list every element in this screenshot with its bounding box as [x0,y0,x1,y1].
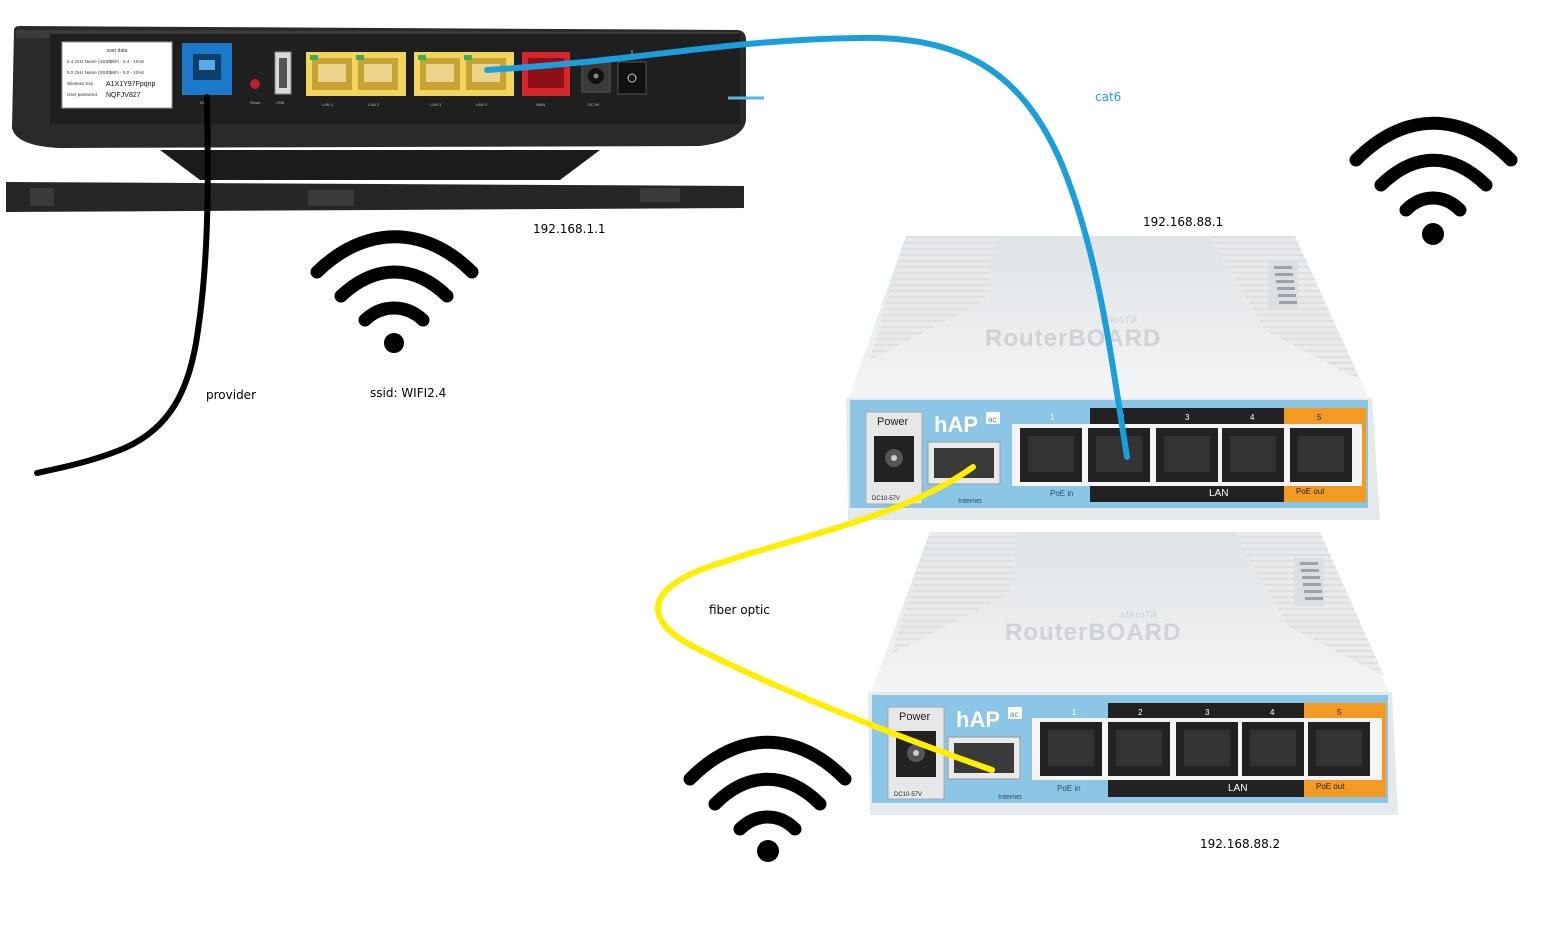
model-line-text: RouterBOARD [985,325,1161,352]
poe-in-label: PoE in [1057,784,1081,793]
lan-ports-3-4: LAN 3 LAN 4 [414,52,514,107]
svg-text:ac: ac [1010,710,1018,719]
wifi-icon [310,230,479,353]
dc-label: DC10-57V [872,496,900,502]
svg-text:WiFi - 5.0 - 10A8: WiFi - 5.0 - 10A8 [110,70,144,75]
svg-text:LAN 4: LAN 4 [476,102,488,107]
router-ip-label: 192.168.1.1 [533,222,606,236]
svg-text:5: 5 [1317,413,1322,422]
hap-ac-router-2: MikroTik RouterBOARD Power DC10-57V hAP … [868,532,1398,815]
svg-text:LAN 2: LAN 2 [368,102,380,107]
wifi-icon [683,735,852,862]
hap-logo: hAP [934,412,978,437]
provider-cable [34,94,211,476]
svg-text:User password: User password [67,92,98,97]
wifi-icon [1349,116,1518,245]
poe-out-label: PoE out [1296,487,1325,496]
ssid-label: ssid: WIFI2.4 [370,386,447,400]
internet-label: Internet [998,794,1022,801]
wan-port: WAN [522,52,570,107]
svg-text:ac: ac [988,415,996,424]
power-switch [617,50,647,95]
hap2-ip-label: 192.168.88.2 [1200,837,1281,851]
power-label: Power [877,416,909,428]
svg-text:NQFJV827: NQFJV827 [106,92,141,99]
svg-text:WAN: WAN [536,102,545,107]
model-line-text: RouterBOARD [1005,619,1181,646]
lan-label: LAN [1209,488,1228,499]
svg-text:4: 4 [1270,708,1275,717]
dsl-port: DSL [182,43,232,105]
lan-ports-1-2: LAN 1 LAN 2 [306,52,406,107]
svg-text:Wireless Key: Wireless Key [67,81,94,86]
dc-in-port: DC IN [581,59,611,107]
hap-ac-router-1: MikroTik RouterBOARD Power DC10-57V hAP … [846,236,1380,520]
svg-text:LAN 3: LAN 3 [430,102,442,107]
sticker-title: user data [107,48,128,54]
router-sticker: user data 2.4 GHz Name (SSID) WiFi - 2.4… [61,41,173,109]
isp-router: user data 2.4 GHz Name (SSID) WiFi - 2.4… [6,26,764,212]
hap1-ip-label: 192.168.88.1 [1143,215,1224,229]
svg-text:Reset: Reset [250,100,261,105]
fiber-optic-cable [655,464,995,773]
lan-label: LAN [1228,783,1247,794]
poe-in-label: PoE in [1050,489,1074,498]
cat6-label: cat6 [1095,90,1122,104]
brand-text: MikroTik [1120,610,1159,621]
reset-button: Reset [250,79,261,105]
svg-text:3: 3 [1205,708,1210,717]
fiber-optic-label: fiber optic [709,603,770,617]
svg-text:WiFi - 2.4 - 10A8: WiFi - 2.4 - 10A8 [110,59,144,64]
dc-label: DC10-57V [894,792,922,798]
internet-label: Internet [958,498,982,505]
svg-text:LAN 1: LAN 1 [322,102,334,107]
usb-port: USB [274,51,292,105]
power-label: Power [899,711,931,723]
svg-text:2.4 GHz Name (SSID): 2.4 GHz Name (SSID) [67,59,112,64]
svg-text:5: 5 [1337,708,1342,717]
svg-text:5.0 GHz Name (SSID): 5.0 GHz Name (SSID) [67,70,112,75]
svg-text:1: 1 [1072,708,1077,717]
poe-out-label: PoE out [1316,782,1345,791]
cat6-cable [484,34,1130,460]
brand-text: MikroTik [1100,315,1139,326]
svg-text:3: 3 [1185,413,1190,422]
svg-text:1: 1 [1050,413,1055,422]
svg-text:DC IN: DC IN [588,102,599,107]
svg-text:A1X1Y97Fpqnp: A1X1Y97Fpqnp [106,81,156,88]
svg-text:USB: USB [276,100,285,105]
svg-text:2: 2 [1138,708,1143,717]
svg-text:4: 4 [1250,413,1255,422]
hap-logo: hAP [956,707,1000,732]
provider-label: provider [206,388,256,402]
